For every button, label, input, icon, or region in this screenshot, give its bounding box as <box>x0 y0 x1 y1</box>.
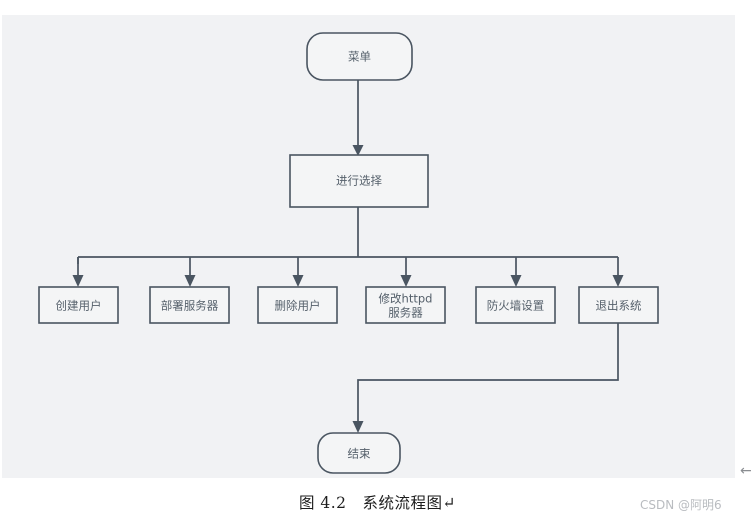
arrowhead-end <box>352 421 364 433</box>
node-opt5-label: 防火墙设置 <box>487 299 545 313</box>
node-opt6-label: 退出系统 <box>596 299 642 313</box>
node-opt3-delete-user[interactable]: 删除用户 <box>257 286 338 324</box>
csdn-watermark: CSDN @阿明6 <box>640 498 722 512</box>
arrowhead-opt6 <box>612 275 624 287</box>
arrowhead-opt2 <box>184 275 196 287</box>
connector-group <box>72 80 624 433</box>
figure-caption: 图 4.2 系统流程图↵ <box>298 494 457 512</box>
edge-opt6-to-end <box>357 323 619 423</box>
node-end[interactable]: 结束 <box>317 432 401 474</box>
node-opt5-firewall-settings[interactable]: 防火墙设置 <box>475 286 556 324</box>
flowchart-canvas: 菜单 进行选择 创建用户 部署服务器 删除用户 修改httpd 服务器 <box>2 15 735 478</box>
node-opt3-shape <box>257 286 338 324</box>
node-opt2-deploy-server[interactable]: 部署服务器 <box>149 286 230 324</box>
arrowhead-opt3 <box>292 275 304 287</box>
node-opt6-exit-system[interactable]: 退出系统 <box>578 286 659 324</box>
node-select-label: 进行选择 <box>336 174 382 188</box>
arrowhead-select <box>352 145 364 156</box>
node-start-label: 菜单 <box>348 50 371 64</box>
node-opt4-modify-httpd[interactable]: 修改httpd 服务器 <box>365 286 446 324</box>
node-end-label: 结束 <box>348 447 371 461</box>
node-opt2-shape <box>149 286 230 324</box>
node-opt4-label-line2: 服务器 <box>388 306 423 320</box>
node-end-shape <box>317 432 401 474</box>
node-opt1-create-user[interactable]: 创建用户 <box>38 286 119 324</box>
node-opt3-label: 删除用户 <box>275 299 321 313</box>
node-opt5-shape <box>475 286 556 324</box>
node-start[interactable]: 菜单 <box>306 32 413 81</box>
node-select-shape <box>289 154 429 208</box>
node-select[interactable]: 进行选择 <box>289 154 429 208</box>
node-opt1-shape <box>38 286 119 324</box>
flowchart-svg: 菜单 进行选择 创建用户 部署服务器 删除用户 修改httpd 服务器 <box>38 32 659 474</box>
return-mark-icon: ← <box>740 463 752 479</box>
node-opt6-shape <box>578 286 659 324</box>
arrowhead-opt5 <box>510 275 522 287</box>
arrowhead-opt4 <box>400 275 412 287</box>
arrowhead-opt1 <box>72 275 84 287</box>
node-opt2-label: 部署服务器 <box>161 299 219 313</box>
node-opt1-label: 创建用户 <box>56 299 102 313</box>
node-opt4-shape <box>365 286 446 324</box>
node-opt4-label-line1: 修改httpd <box>379 292 433 306</box>
node-start-shape <box>306 32 413 81</box>
